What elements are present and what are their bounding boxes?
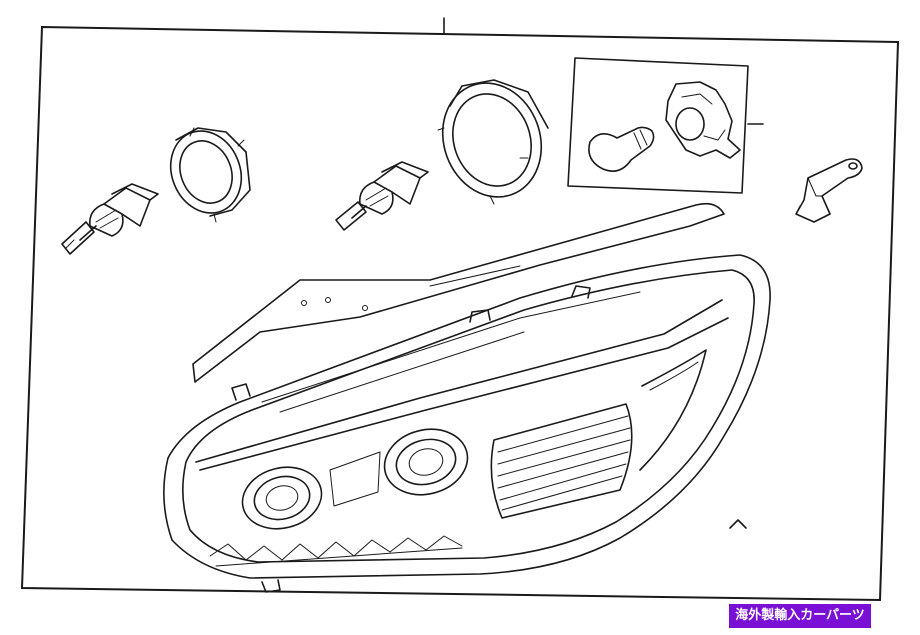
side-marker-socket [665,81,741,159]
side-marker-inset [567,57,764,194]
inset-frame [567,57,749,194]
bulb-left [61,183,159,255]
headlamp-assembly [163,254,771,593]
bulb-center [335,161,429,231]
trim-strip [192,202,725,383]
mounting-bracket [795,158,863,223]
lens-ring [437,79,549,205]
diagram-border [20,25,900,602]
socket-ring-left [169,127,251,223]
shop-watermark-badge: 海外製輸入カーパーツ [729,604,871,628]
side-marker-bulb [588,126,655,172]
